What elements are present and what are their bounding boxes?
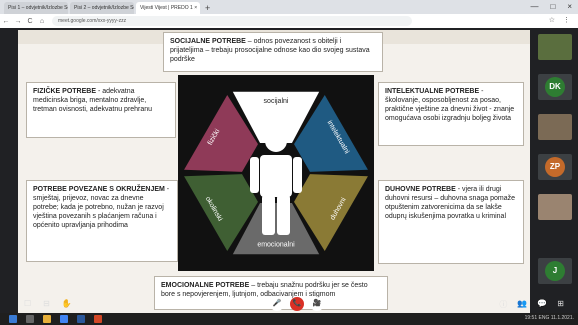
minimize-button[interactable]: —: [530, 2, 539, 11]
participant-rail: DK ZP J: [532, 28, 578, 313]
participant-tile[interactable]: [538, 194, 572, 220]
people-icon[interactable]: 👥: [517, 299, 528, 308]
window-controls: — □ ×: [530, 2, 572, 11]
needs-wheel-diagram: socijalniintelektualniduhovniemocionalni…: [178, 75, 374, 271]
participant-tile[interactable]: DK: [538, 74, 572, 100]
physical-needs-text: - adekvatna medicinska briga, mentalno z…: [33, 88, 153, 113]
wheel-label-emocionalni: emocionalni: [257, 242, 295, 249]
file-explorer-icon[interactable]: [43, 315, 51, 323]
meeting-stage: SOCIJALNE POTREBE – odnos povezanost s o…: [0, 28, 578, 313]
forward-button[interactable]: →: [14, 17, 22, 25]
info-icon[interactable]: ⓘ: [499, 300, 508, 309]
start-icon[interactable]: [9, 315, 17, 323]
participant-avatar: DK: [545, 77, 565, 97]
participant-avatar: ZP: [545, 157, 565, 177]
spiritual-needs-text: - vjera ili drugi duhovni resursi – duho…: [385, 186, 515, 220]
presentation-slide: SOCIJALNE POTREBE – odnos povezanost s o…: [18, 30, 530, 313]
controls-left: ☐ ⊟ ✋: [24, 299, 72, 308]
tab-strip: Pisi 1 – odvjetnik/Izlozbe Sci × Pisi 2 …: [4, 2, 210, 14]
person-left-leg: [262, 195, 275, 235]
environment-needs-box: POTREBE POVEZANE S OKRUŽENJEM - smještaj…: [26, 180, 178, 262]
browser-tab[interactable]: Pisi 1 – odvjetnik/Izlozbe Sci ×: [4, 2, 68, 14]
wheel-segment-emocionalni: [232, 203, 320, 255]
social-needs-title: SOCIJALNE POTREBE: [170, 38, 246, 45]
raise-hand-icon[interactable]: ✋: [61, 299, 72, 308]
controls-right: ⓘ 👥 💬 ⊞: [499, 299, 564, 310]
social-needs-box: SOCIJALNE POTREBE – odnos povezanost s o…: [163, 32, 383, 72]
reload-button[interactable]: C: [27, 17, 33, 25]
address-row: ← → C ⌂ meet.google.com/xxx-yyyy-zzz: [0, 14, 578, 28]
camera-button[interactable]: 🎥: [310, 297, 324, 311]
person-figure: [250, 130, 302, 235]
spiritual-needs-title: DUHOVNE POTREBE: [385, 186, 456, 193]
meeting-controls: ☐ ⊟ ✋ 🎤 📞 🎥 ⓘ 👥 💬 ⊞: [0, 296, 578, 313]
participant-tile[interactable]: [538, 34, 572, 60]
home-button[interactable]: ⌂: [39, 17, 45, 25]
back-button[interactable]: ←: [2, 17, 10, 25]
wheel-segment-socijalni: [232, 91, 320, 143]
wheel-segment-intelektualni: [294, 94, 368, 172]
person-torso: [260, 155, 292, 197]
participant-video: [538, 114, 572, 140]
browser-tab-active[interactable]: Vijesti Vijest | PREDO 1 ×: [136, 2, 200, 14]
word-icon[interactable]: [77, 315, 85, 323]
end-call-button[interactable]: 📞: [290, 297, 304, 311]
wheel-segment-fizički: [184, 94, 258, 172]
bookmark-icon[interactable]: ☆: [548, 17, 555, 24]
environment-needs-title: POTREBE POVEZANE S OKRUŽENJEM: [33, 186, 165, 193]
participant-tile[interactable]: [538, 114, 572, 140]
chat-icon[interactable]: 💬: [537, 299, 548, 308]
microphone-button[interactable]: 🎤: [270, 297, 284, 311]
activities-icon[interactable]: ⊞: [557, 299, 564, 308]
wheel-label-socijalni: socijalni: [264, 98, 289, 105]
chrome-icon[interactable]: [60, 315, 68, 323]
participant-video: [538, 34, 572, 60]
address-bar[interactable]: meet.google.com/xxx-yyyy-zzz: [52, 16, 412, 26]
wheel-segment-duhovni: [294, 174, 368, 252]
participant-tile[interactable]: ZP: [538, 154, 572, 180]
wheel-segment-okolinski: [184, 174, 258, 252]
new-tab-button[interactable]: +: [205, 3, 211, 13]
system-clock: 19:51 ENG 11.1.2021.: [524, 315, 574, 321]
present-icon[interactable]: ⊟: [43, 299, 50, 308]
powerpoint-icon[interactable]: [94, 315, 102, 323]
controls-center: 🎤 📞 🎥: [270, 297, 324, 311]
emotional-needs-text: – trebaju snažnu podršku jer se često bo…: [161, 282, 368, 298]
intellectual-needs-box: INTELEKTUALNE POTREBE - školovanje, ospo…: [378, 82, 524, 146]
person-left-arm: [250, 157, 259, 193]
person-right-leg: [277, 195, 290, 235]
menu-icon[interactable]: ⋮: [563, 17, 570, 24]
emotional-needs-title: EMOCIONALNE POTREBE: [161, 282, 250, 289]
close-window-button[interactable]: ×: [567, 2, 572, 11]
maximize-button[interactable]: □: [550, 2, 556, 11]
browser-chrome: Pisi 1 – odvjetnik/Izlozbe Sci × Pisi 2 …: [0, 0, 578, 28]
intellectual-needs-title: INTELEKTUALNE POTREBE: [385, 88, 480, 95]
os-taskbar: 19:51 ENG 11.1.2021.: [0, 313, 578, 325]
captions-icon[interactable]: ☐: [24, 299, 32, 308]
social-needs-text: – odnos povezanost s obitelji i prijatel…: [170, 38, 370, 63]
participant-avatar: J: [545, 261, 565, 281]
physical-needs-box: FIZIČKE POTREBE - adekvatna medicinska b…: [26, 82, 176, 138]
participant-tile[interactable]: J: [538, 258, 572, 284]
physical-needs-title: FIZIČKE POTREBE: [33, 88, 97, 95]
search-icon[interactable]: [26, 315, 34, 323]
person-right-arm: [293, 157, 302, 193]
intellectual-needs-text: - školovanje, osposobljenost za posao, p…: [385, 88, 515, 122]
spiritual-needs-box: DUHOVNE POTREBE - vjera ili drugi duhovn…: [378, 180, 524, 264]
browser-tab[interactable]: Pisi 2 – odvjetnik/Izlozbe Sci ×: [70, 2, 134, 14]
person-head: [265, 130, 287, 152]
environment-needs-text: - smještaj, prijevoz, novac za dnevne po…: [33, 186, 170, 229]
participant-video: [538, 194, 572, 220]
extension-icons: ☆ ⋮: [549, 16, 570, 24]
